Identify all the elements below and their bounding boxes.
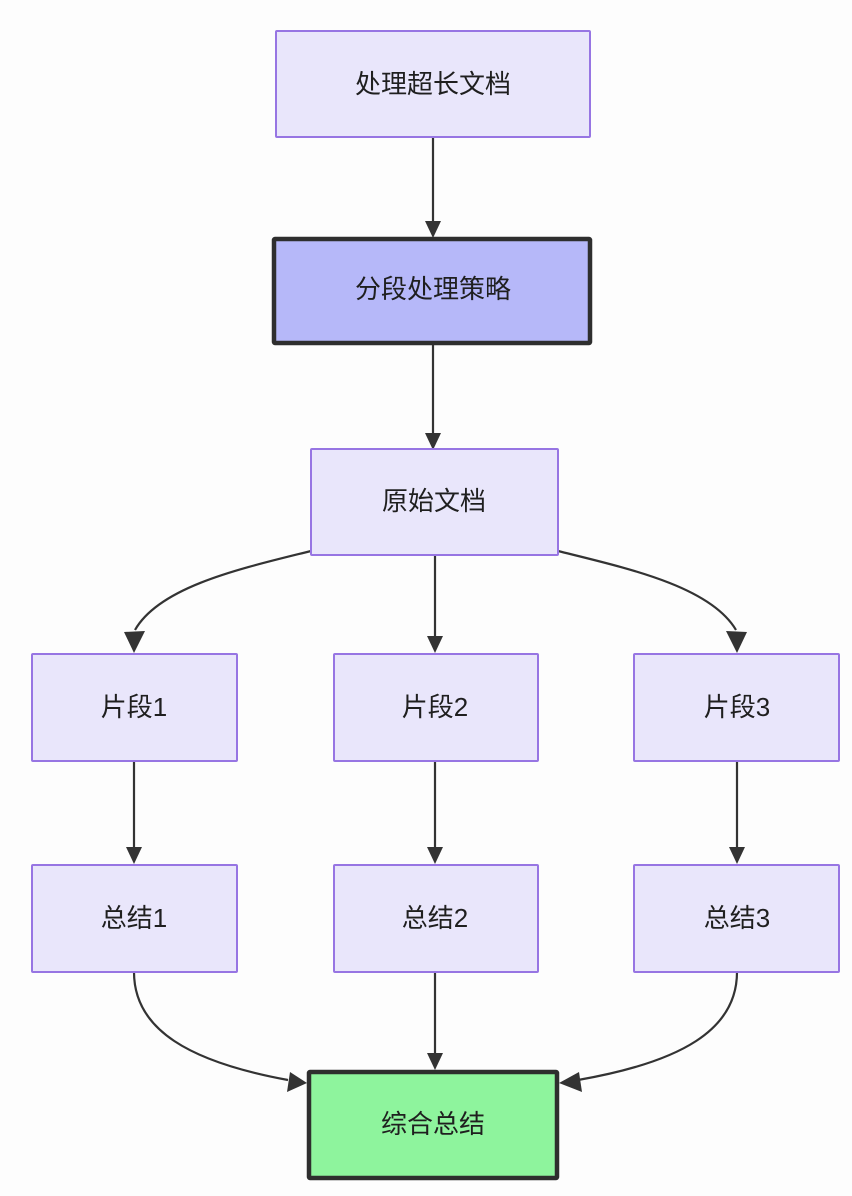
edge-fragment-1-to-summary-1 <box>126 762 142 864</box>
node-chunk-strategy[interactable]: 分段处理策略 <box>271 236 593 346</box>
node-chunk-strategy-label: 分段处理策略 <box>355 274 511 304</box>
node-fragment-3[interactable]: 片段3 <box>633 653 840 762</box>
edge-summary-3-to-final-summary <box>559 971 739 1092</box>
node-final-summary[interactable]: 综合总结 <box>306 1069 560 1181</box>
edge-chunk-strategy-to-source-doc <box>425 344 441 450</box>
edge-source-doc-to-fragment-1 <box>124 549 312 653</box>
node-long-doc[interactable]: 处理超长文档 <box>275 30 591 138</box>
node-fragment-2-label: 片段2 <box>402 692 468 722</box>
node-long-doc-label: 处理超长文档 <box>355 69 511 99</box>
node-layer: 处理超长文档 分段处理策略 原始文档 片段1 片段2 片段3 <box>31 30 840 1181</box>
node-summary-1-label: 总结1 <box>101 903 167 933</box>
node-final-summary-label: 综合总结 <box>381 1109 485 1139</box>
edge-long-doc-to-chunk-strategy <box>425 137 441 238</box>
edge-source-doc-to-fragment-3 <box>557 549 747 653</box>
node-summary-2[interactable]: 总结2 <box>333 864 539 973</box>
node-fragment-2[interactable]: 片段2 <box>333 653 539 762</box>
node-summary-3[interactable]: 总结3 <box>633 864 840 973</box>
edge-summary-2-to-final-summary <box>427 972 443 1070</box>
node-summary-2-label: 总结2 <box>402 903 468 933</box>
node-fragment-1-label: 片段1 <box>101 692 167 722</box>
edge-summary-1-to-final-summary <box>132 971 307 1092</box>
edge-fragment-3-to-summary-3 <box>729 762 745 864</box>
edge-source-doc-to-fragment-2 <box>427 556 443 653</box>
node-fragment-1[interactable]: 片段1 <box>31 653 238 762</box>
node-fragment-3-label: 片段3 <box>704 692 770 722</box>
node-source-doc[interactable]: 原始文档 <box>310 448 559 556</box>
node-source-doc-label: 原始文档 <box>382 486 486 516</box>
node-summary-1[interactable]: 总结1 <box>31 864 238 973</box>
edge-fragment-2-to-summary-2 <box>427 762 443 864</box>
node-summary-3-label: 总结3 <box>704 903 770 933</box>
edge-layer <box>124 137 747 1092</box>
